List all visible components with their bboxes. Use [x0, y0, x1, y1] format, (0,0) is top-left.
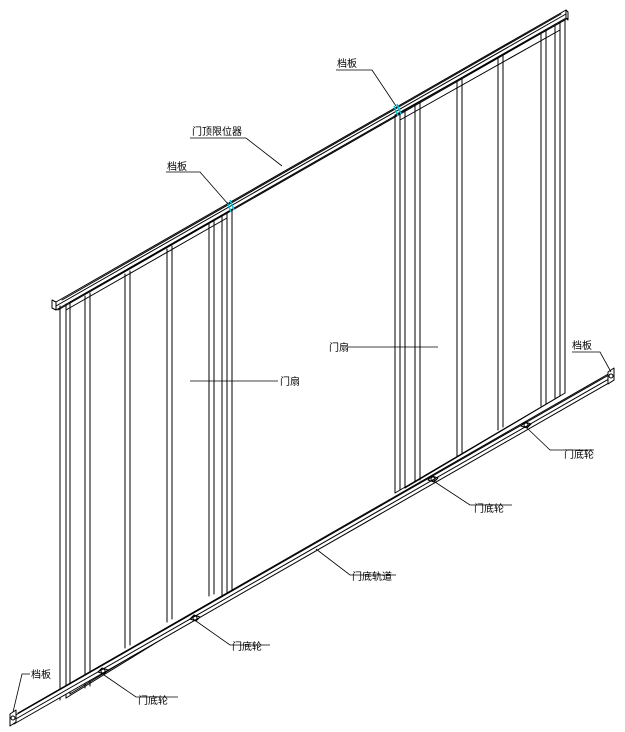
label-stop-plate-right: 档板 — [572, 339, 592, 352]
label-stop-plate-top-left: 档板 — [167, 160, 187, 173]
track-end-stops — [9, 367, 615, 727]
label-bottom-track: 门底轨道 — [352, 570, 392, 583]
label-bottom-wheel-bottom: 门底轮 — [138, 694, 168, 707]
label-bottom-wheel-lower: 门底轮 — [232, 640, 262, 653]
leader-lines — [12, 69, 612, 713]
labels: 档板 门顶限位器 档板 门扇 门扇 档板 门底轮 门底轮 门底轨道 门底轮 门底… — [31, 57, 594, 707]
label-bottom-wheel-right: 门底轮 — [564, 448, 594, 461]
bottom-wheels — [97, 421, 532, 675]
left-door-leaf — [59, 209, 233, 701]
right-door-leaf — [394, 19, 566, 494]
label-top-limit-bar: 门顶限位器 — [192, 125, 242, 138]
top-limit-rail — [51, 9, 569, 311]
label-stop-plate-bottom-left: 档板 — [31, 668, 51, 681]
label-bottom-wheel-mid: 门底轮 — [474, 502, 504, 515]
label-stop-plate-top-right: 档板 — [337, 57, 357, 70]
label-door-leaf-left: 门扇 — [280, 375, 300, 388]
label-door-leaf-right: 门扇 — [329, 341, 349, 354]
